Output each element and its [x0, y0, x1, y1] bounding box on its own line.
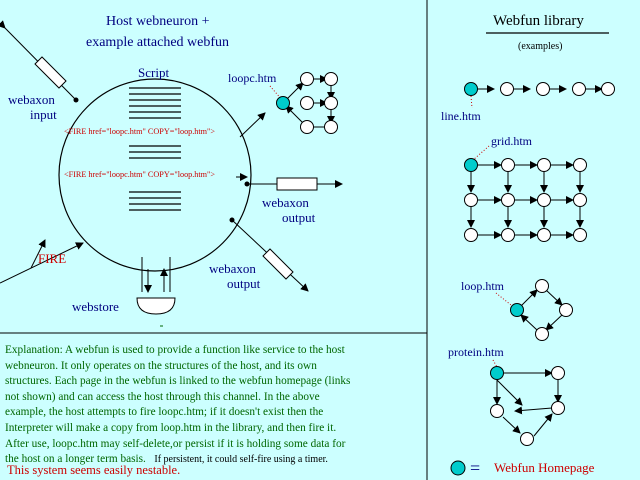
- protein-webfun-graph: [490, 366, 565, 446]
- loop-webfun-graph: [510, 279, 573, 341]
- line-label: line.htm: [441, 109, 481, 123]
- grid-label: grid.htm: [491, 134, 533, 148]
- explanation-persistent-note: If persistent, it could self-fire using …: [154, 454, 328, 466]
- host-title-line2: example attached webfun: [86, 35, 229, 50]
- webaxon-output-bottom-box: [262, 248, 294, 280]
- explanation-last-line: the host on a longer term basis. If pers…: [5, 452, 423, 468]
- explanation-text: Explanation: A webfun is used to provide…: [5, 343, 423, 468]
- loopc-label: loopc.htm: [228, 71, 277, 85]
- homepage-legend-node: [450, 460, 466, 476]
- explanation-last-text: the host on a longer term basis.: [5, 453, 146, 466]
- fire-tag-1-arrow: [239, 112, 266, 138]
- grid-webfun-graph: [464, 158, 587, 242]
- protein-pointer: [492, 359, 498, 368]
- webaxon-input-label-2: input: [30, 107, 57, 122]
- loopc-webfun-nodes: [276, 72, 338, 134]
- fire-tag-1: <FIRE href="loopc.htm" COPY="loop.htm">: [64, 127, 215, 136]
- explanation-line: structures. Each page in the webfun is l…: [5, 375, 351, 388]
- legend-text: Webfun Homepage: [494, 460, 595, 475]
- webaxon-output-right-box: [276, 177, 318, 191]
- webaxon-input-junction: [73, 97, 79, 103]
- webstore-cylinder: [136, 297, 176, 315]
- protein-label: protein.htm: [448, 345, 504, 359]
- loop-label: loop.htm: [461, 279, 505, 293]
- fire-label: FIRE: [38, 251, 66, 266]
- webaxon-input-label-1: webaxon: [8, 92, 55, 107]
- fire-input-arrow: [30, 239, 46, 269]
- explanation-line: webneuron. It only operates on the struc…: [5, 359, 317, 372]
- script-label: Script: [138, 65, 169, 80]
- explanation-line: Explanation: A webfun is used to provide…: [5, 344, 345, 356]
- script-lines-block-1: [129, 87, 181, 119]
- nestable-note: This system seems easily nestable.: [7, 463, 181, 477]
- script-lines-block-3: [129, 191, 181, 211]
- explanation-line: After use, loopc.htm may self-delete,or …: [5, 437, 346, 450]
- webaxon-input-box: [34, 56, 67, 89]
- webaxon-output-bottom-label-2: output: [227, 276, 261, 291]
- explanation-line: Interpreter will make a copy from loop.h…: [5, 421, 337, 434]
- webstore-label: webstore: [72, 299, 119, 314]
- host-title-line1: Host webneuron +: [106, 14, 210, 29]
- webaxon-output-bottom-label-1: webaxon: [209, 261, 256, 276]
- line-pointer: [470, 95, 473, 109]
- line-webfun-graph: [464, 82, 615, 96]
- fire-input-line: [0, 242, 84, 284]
- webaxon-output-right-label-1: webaxon: [262, 195, 309, 210]
- webaxon-output-right-label-2: output: [282, 210, 316, 225]
- explanation-line: not shown) and can access the host throu…: [5, 390, 320, 403]
- loop-pointer: [495, 292, 512, 306]
- script-lines-block-2: [129, 145, 181, 159]
- loopc-pointer: [269, 85, 284, 102]
- library-title: Webfun library: [493, 13, 584, 29]
- grid-pointer: [472, 145, 490, 161]
- fire-tag-2: <FIRE href="loopc.htm" COPY="loop.htm">: [64, 170, 215, 179]
- host-webneuron-circle: [58, 78, 252, 272]
- legend-equals: =: [470, 458, 480, 478]
- library-subtitle: (examples): [518, 41, 562, 52]
- explanation-line: example, the host attempts to fire loopc…: [5, 406, 324, 419]
